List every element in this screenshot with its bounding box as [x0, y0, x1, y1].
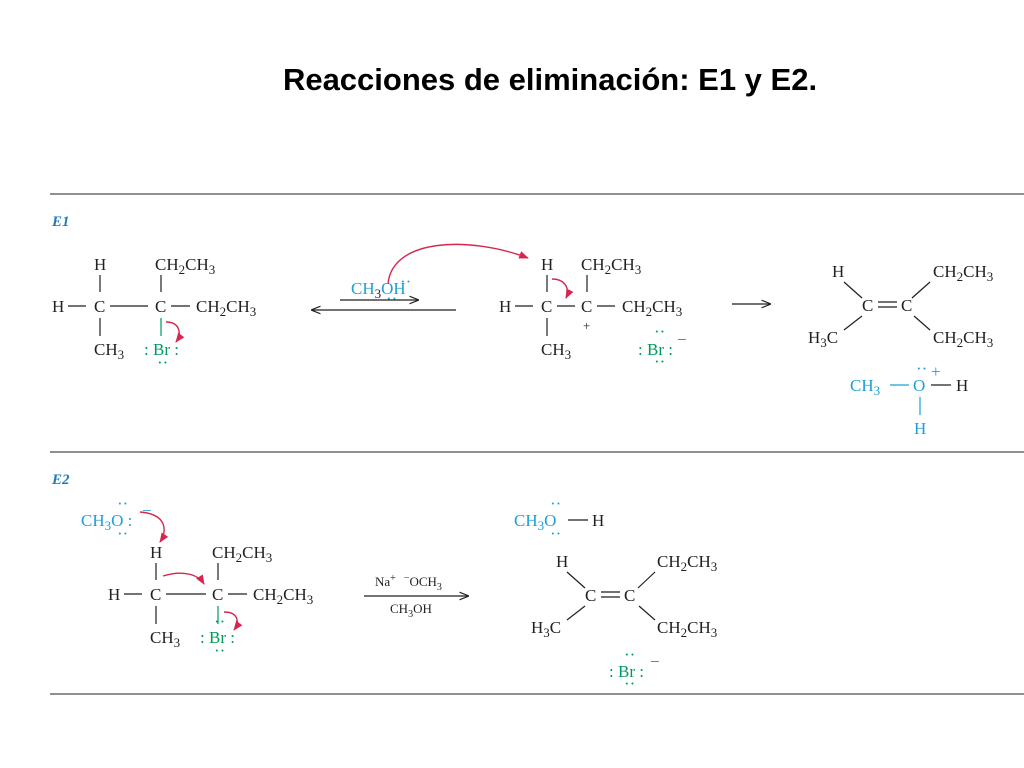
svg-text:−: −	[677, 330, 687, 349]
svg-text:··: ··	[117, 494, 128, 513]
svg-text:H: H	[832, 262, 844, 281]
svg-text:CH2CH3: CH2CH3	[253, 585, 313, 607]
svg-text:C: C	[212, 585, 223, 604]
svg-text:··: ··	[157, 353, 168, 372]
svg-text:CH2CH3: CH2CH3	[657, 552, 717, 574]
svg-text:C: C	[581, 297, 592, 316]
e1-substrate: H CH2CH3 H C C CH2CH3 CH3 : Br : ··	[52, 255, 256, 372]
svg-text:O: O	[913, 376, 925, 395]
svg-text:CH3OH: CH3OH	[390, 601, 432, 620]
svg-text:H: H	[52, 297, 64, 316]
svg-text:CH2CH3: CH2CH3	[933, 328, 993, 350]
svg-text:C: C	[901, 296, 912, 315]
e2-bromide: ·· : Br : − ··	[609, 645, 660, 693]
svg-text:CH3O: CH3O	[514, 511, 556, 533]
e2-bromine: : Br :	[200, 628, 235, 647]
svg-text:Na+−OCH3: Na+−OCH3	[375, 573, 442, 593]
svg-text:··: ··	[624, 645, 635, 664]
svg-text:H: H	[914, 419, 926, 438]
svg-text:+: +	[931, 362, 941, 381]
svg-text:H3C: H3C	[531, 618, 561, 640]
svg-text:C: C	[862, 296, 873, 315]
svg-text:H: H	[108, 585, 120, 604]
svg-text:CH3: CH3	[150, 628, 180, 650]
svg-text:CH2CH3: CH2CH3	[933, 262, 993, 284]
svg-text:··: ··	[386, 289, 397, 308]
e1-ionization-arrow	[165, 321, 185, 343]
svg-text:CH2CH3: CH2CH3	[212, 543, 272, 565]
svg-text:H: H	[956, 376, 968, 395]
svg-text:··: ··	[916, 359, 927, 378]
svg-text:C: C	[585, 586, 596, 605]
svg-text:CH2CH3: CH2CH3	[581, 255, 641, 277]
svg-text:CH3OH: CH3OH	[351, 279, 406, 301]
svg-text:CH3: CH3	[850, 376, 880, 398]
svg-text:··: ··	[624, 674, 635, 693]
svg-text:CH2CH3: CH2CH3	[657, 618, 717, 640]
e1-bromine: : Br :	[144, 340, 179, 359]
e2-base-arrow	[139, 511, 169, 543]
e2-substrate: H CH2CH3 H C C CH2CH3 CH3 ·· : Br : ··	[108, 543, 313, 660]
svg-text:··: ··	[400, 272, 411, 291]
e2-methoxide: ·· CH3O : − ··	[81, 494, 169, 543]
e2-methanol-product: ·· CH3O H ··	[514, 494, 604, 543]
e2-pi-bond-arrow	[162, 572, 205, 585]
e2-reagent-arrow: Na+−OCH3 CH3OH	[364, 573, 468, 620]
svg-text:H3C: H3C	[808, 328, 838, 350]
svg-text:H: H	[592, 511, 604, 530]
e2-alkene-product: H CH2CH3 C C H3C CH2CH3	[531, 552, 717, 640]
svg-text:··: ··	[214, 641, 225, 660]
e1-protonated-methanol: ·· + CH3 O H H	[850, 359, 968, 438]
svg-text:−: −	[142, 501, 152, 520]
e1-alkene-product: H CH2CH3 C C H3C CH2CH3	[808, 262, 993, 350]
svg-text:··: ··	[550, 524, 561, 543]
section-label-e2: E2	[51, 472, 70, 488]
svg-text:H: H	[499, 297, 511, 316]
svg-text:CH3: CH3	[94, 340, 124, 362]
svg-text:C: C	[155, 297, 166, 316]
svg-text:··: ··	[214, 612, 225, 631]
svg-text:CH3: CH3	[541, 340, 571, 362]
svg-text:··: ··	[550, 494, 561, 513]
svg-text:C: C	[541, 297, 552, 316]
page-title: Reacciones de eliminación: E1 y E2.	[282, 62, 818, 97]
svg-text:CH2CH3: CH2CH3	[155, 255, 215, 277]
svg-text:CH2CH3: CH2CH3	[622, 297, 682, 319]
e1-deprotonation-arrow	[551, 278, 574, 299]
e1-bromide: : Br :	[638, 340, 673, 359]
svg-text:C: C	[624, 586, 635, 605]
svg-text:H: H	[556, 552, 568, 571]
e2-leaving-group-arrow	[223, 611, 243, 631]
e1-nucleophile-arrow	[387, 243, 529, 285]
svg-text:−: −	[650, 652, 660, 671]
svg-text:··: ··	[654, 322, 665, 341]
svg-text:CH2CH3: CH2CH3	[196, 297, 256, 319]
svg-text:··: ··	[654, 352, 665, 371]
svg-text:: Br :: : Br :	[609, 662, 644, 681]
svg-text:+: +	[583, 318, 590, 333]
svg-text:C: C	[94, 297, 105, 316]
svg-text:··: ··	[117, 524, 128, 543]
svg-text:H: H	[94, 255, 106, 274]
e1-carbocation: H CH2CH3 H C C + CH2CH3 CH3 ·· : Br : − …	[499, 255, 687, 371]
svg-text:H: H	[541, 255, 553, 274]
e1-equilibrium-arrows: ·· CH3OH ··	[312, 243, 529, 310]
section-label-e1: E1	[51, 214, 70, 230]
svg-text:C: C	[150, 585, 161, 604]
svg-text:H: H	[150, 543, 162, 562]
svg-text:CH3O :: CH3O :	[81, 511, 132, 533]
